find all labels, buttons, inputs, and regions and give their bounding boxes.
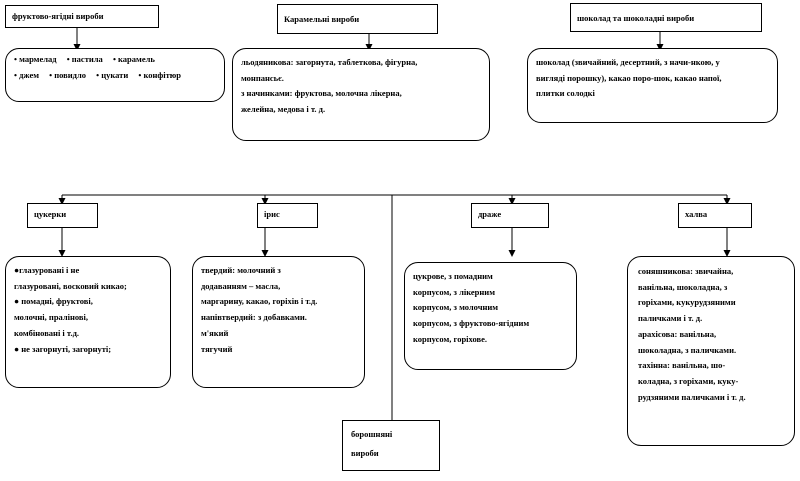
flour-products-box: борошняні вироби (342, 420, 440, 471)
flour-line: вироби (351, 447, 379, 458)
fruit-products-header-label: фруктово-ягідні вироби (12, 11, 104, 21)
toffee-header-label: ірис (264, 209, 280, 219)
chocolate-products-header-label: шоколад та шоколадні вироби (577, 13, 695, 23)
toffee-line: додаванням – масла, (201, 280, 281, 291)
halva-detail: соняшникова: звичайна, ванільна, шоколад… (627, 256, 795, 446)
fruit-item: • джем (14, 69, 40, 80)
halva-line: шоколадна, з паличками. (638, 344, 737, 355)
candy-header-label: цукерки (34, 209, 67, 219)
caramel-products-header-label: Карамельні вироби (284, 14, 360, 24)
halva-line: тахінна: ванільна, шо- (638, 360, 726, 371)
fruit-item: • повидло (49, 69, 86, 80)
toffee-line: тягучий (201, 343, 233, 354)
candy-line: комбіновані і т.д. (14, 327, 80, 338)
halva-header-label: халва (685, 209, 708, 219)
dragee-line: корпусом, з молочним (413, 302, 499, 313)
toffee-line: маргарину, какао, горіхів і т.д. (201, 296, 318, 307)
caramel-line: желейна, медова і т. д. (241, 104, 326, 115)
fruit-item: • конфітюр (138, 69, 182, 80)
halva-line: арахісова: ванільна, (638, 328, 717, 339)
fruit-products-detail: • мармелад • пастила • карамель • джем •… (5, 48, 225, 102)
candy-line: ● не загорнуті, загорнуті; (14, 343, 112, 354)
fruit-products-header: фруктово-ягідні вироби (5, 5, 159, 28)
caramel-line: з начинками: фруктова, молочна лікерна, (241, 88, 402, 99)
dragee-header: драже (471, 203, 549, 228)
caramel-line: льодяникова: загорнута, таблеткова, фігу… (241, 57, 418, 67)
caramel-products-header: Карамельні вироби (277, 4, 438, 34)
fruit-item: • пастила (66, 54, 103, 64)
halva-line: соняшникова: звичайна, (638, 266, 734, 276)
dragee-line: корпусом, з лікерним (413, 286, 495, 297)
halva-line: паличками і т. д. (638, 313, 703, 324)
dragee-line: корпусом, горіхове. (413, 333, 487, 344)
dragee-detail: цукрове, з помадним корпусом, з лікерним… (404, 262, 577, 370)
flour-line: борошняні (351, 429, 393, 439)
dragee-header-label: драже (478, 209, 502, 219)
chocolate-line: плитки солодкі (536, 88, 595, 99)
toffee-line: твердий: молочний з (201, 265, 281, 275)
halva-line: горіхами, кукурудзяними (638, 297, 736, 308)
candy-line: глазуровані, восковий кикао; (14, 280, 127, 291)
candy-line: ● помадні, фруктові, (14, 296, 93, 307)
halva-line: ванільна, шоколадна, з (638, 281, 728, 292)
halva-header: халва (678, 203, 752, 228)
fruit-item: • мармелад (14, 54, 57, 64)
candy-detail: ●глазуровані і не глазуровані, восковий … (5, 256, 171, 388)
fruit-item: • карамель (112, 54, 155, 64)
halva-line: коладна, з горіхами, куку- (638, 376, 739, 387)
toffee-detail: твердий: молочний з додаванням – масла, … (192, 256, 365, 388)
chocolate-products-header: шоколад та шоколадні вироби (570, 3, 762, 32)
chocolate-products-detail: шоколад (звичайний, десертний, з начи-нк… (527, 48, 778, 123)
toffee-header: ірис (257, 203, 318, 228)
caramel-line: монпансьє. (241, 72, 284, 83)
candy-line: молочні, пралінові, (14, 312, 89, 323)
candy-line: ●глазуровані і не (14, 265, 80, 275)
dragee-line: корпусом, з фруктово-ягідним (413, 318, 530, 329)
chocolate-line: шоколад (звичайний, десертний, з начи-нк… (536, 57, 720, 67)
toffee-line: напівтвердий: з добавками. (201, 312, 307, 323)
candy-header: цукерки (27, 203, 98, 228)
halva-line: рудзяними паличками і т. д. (638, 391, 746, 402)
dragee-line: цукрове, з помадним (413, 271, 493, 281)
caramel-products-detail: льодяникова: загорнута, таблеткова, фігу… (232, 48, 490, 141)
toffee-line: м'який (201, 327, 229, 338)
fruit-item: • цукати (96, 69, 129, 80)
chocolate-line: вигляді порошку), какао поро-шок, какао … (536, 72, 722, 83)
